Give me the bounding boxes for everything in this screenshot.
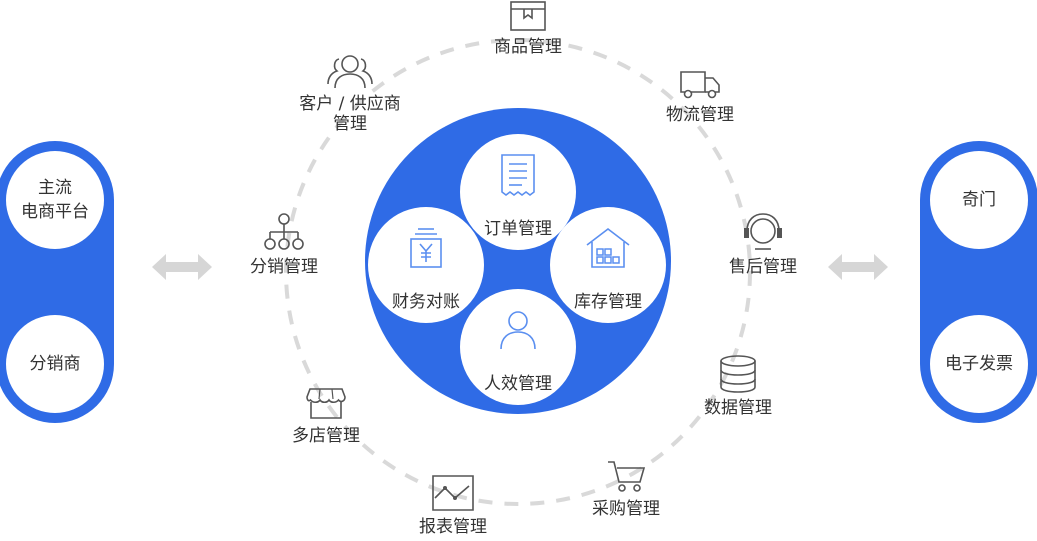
module-multistore-management[interactable]: 多店管理 bbox=[276, 385, 376, 447]
bidirectional-arrow-right-icon bbox=[828, 254, 888, 280]
module-purchase-management[interactable]: 采购管理 bbox=[576, 458, 676, 520]
bidirectional-arrow-left-icon bbox=[152, 254, 212, 280]
module-logistics-management[interactable]: 物流管理 bbox=[650, 68, 750, 126]
module-multistore-label: 多店管理 bbox=[292, 426, 360, 446]
module-report-management[interactable]: 报表管理 bbox=[403, 474, 503, 538]
core-hr-label: 人效管理 bbox=[484, 374, 552, 394]
core-order-label: 订单管理 bbox=[484, 219, 552, 239]
module-distribution-label: 分销管理 bbox=[250, 257, 318, 277]
module-product-label: 商品管理 bbox=[494, 37, 562, 57]
core-inventory-label: 库存管理 bbox=[574, 292, 642, 312]
electronic-invoice[interactable]: 电子发票 bbox=[930, 315, 1028, 413]
electronic-invoice-label: 电子发票 bbox=[945, 354, 1013, 374]
yuan-note-icon bbox=[410, 228, 442, 268]
module-aftersale-management[interactable]: 售后管理 bbox=[713, 212, 813, 278]
module-customer-label: 客户 / 供应商 管理 bbox=[299, 94, 401, 134]
module-report-label: 报表管理 bbox=[419, 517, 487, 537]
qimen-label: 奇门 bbox=[962, 190, 996, 210]
module-data-management[interactable]: 数据管理 bbox=[688, 355, 788, 419]
headset-icon bbox=[744, 213, 782, 250]
box-icon bbox=[510, 1, 546, 31]
report-chart-icon bbox=[432, 475, 474, 511]
mainstream-ecommerce-label: 主流 电商平台 bbox=[21, 178, 89, 222]
distributor[interactable]: 分销商 bbox=[6, 315, 104, 413]
cart-icon bbox=[608, 461, 646, 492]
warehouse-icon bbox=[586, 227, 630, 268]
mainstream-ecommerce-platform[interactable]: 主流 电商平台 bbox=[6, 151, 104, 249]
hierarchy-icon bbox=[264, 213, 304, 250]
database-icon bbox=[720, 355, 756, 393]
module-logistics-label: 物流管理 bbox=[666, 105, 734, 125]
person-icon bbox=[500, 311, 536, 350]
module-distribution-management[interactable]: 分销管理 bbox=[234, 212, 334, 278]
module-aftersale-label: 售后管理 bbox=[729, 257, 797, 277]
core-order-management[interactable]: 订单管理 bbox=[460, 134, 576, 250]
shop-icon bbox=[306, 388, 346, 419]
left-platform-group: 主流 电商平台 分销商 bbox=[0, 141, 114, 423]
distributor-label: 分销商 bbox=[29, 354, 81, 374]
core-inventory-management[interactable]: 库存管理 bbox=[550, 207, 666, 323]
users-icon bbox=[327, 55, 373, 89]
module-customer-supplier-management[interactable]: 客户 / 供应商 管理 bbox=[280, 52, 420, 134]
core-hub: 订单管理 财务对账 库存管理 bbox=[365, 108, 671, 414]
core-finance-label: 财务对账 bbox=[392, 292, 460, 312]
module-product-management[interactable]: 商品管理 bbox=[468, 0, 588, 58]
module-purchase-label: 采购管理 bbox=[592, 499, 660, 519]
qimen[interactable]: 奇门 bbox=[930, 151, 1028, 249]
right-service-group: 奇门 电子发票 bbox=[920, 141, 1037, 423]
module-data-label: 数据管理 bbox=[704, 398, 772, 418]
truck-icon bbox=[680, 71, 720, 99]
core-hr-efficiency-management[interactable]: 人效管理 bbox=[460, 289, 576, 405]
core-finance-reconciliation[interactable]: 财务对账 bbox=[368, 207, 484, 323]
document-icon bbox=[501, 154, 535, 196]
